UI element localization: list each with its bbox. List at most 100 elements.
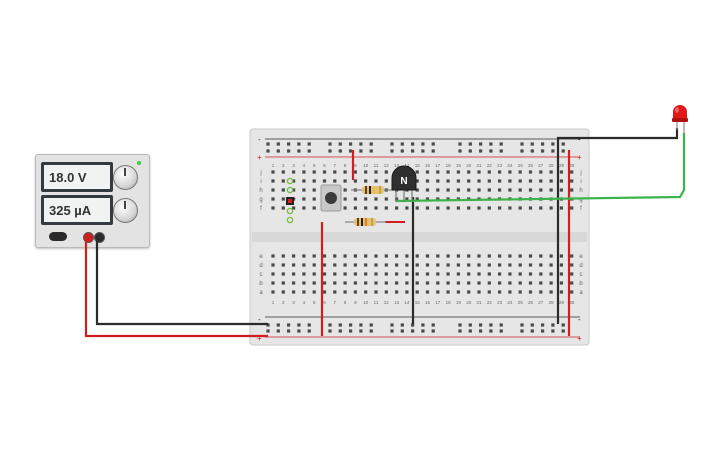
breadboard-hole[interactable]: [374, 197, 378, 201]
breadboard-hole[interactable]: [312, 263, 316, 267]
breadboard-hole[interactable]: [467, 170, 471, 174]
breadboard-hole[interactable]: [456, 188, 460, 192]
breadboard-hole[interactable]: [498, 281, 502, 285]
breadboard-hole[interactable]: [477, 188, 481, 192]
breadboard-hole[interactable]: [518, 272, 522, 276]
breadboard-hole[interactable]: [487, 179, 491, 183]
breadboard-hole[interactable]: [384, 170, 388, 174]
breadboard-hole[interactable]: [400, 142, 404, 146]
breadboard-hole[interactable]: [489, 149, 493, 153]
breadboard-hole[interactable]: [551, 329, 555, 333]
breadboard-hole[interactable]: [292, 254, 296, 258]
breadboard-hole[interactable]: [271, 263, 275, 267]
breadboard-hole[interactable]: [425, 281, 430, 285]
breadboard-hole[interactable]: [359, 323, 363, 327]
breadboard-hole[interactable]: [477, 170, 481, 174]
breadboard-hole[interactable]: [302, 170, 306, 174]
breadboard-hole[interactable]: [384, 281, 388, 285]
breadboard-hole[interactable]: [549, 179, 553, 183]
breadboard-hole[interactable]: [312, 179, 316, 183]
breadboard-hole[interactable]: [297, 142, 301, 146]
breadboard-hole[interactable]: [302, 206, 306, 210]
breadboard-hole[interactable]: [508, 170, 512, 174]
breadboard-hole[interactable]: [369, 323, 373, 327]
breadboard-hole[interactable]: [467, 281, 471, 285]
breadboard-hole[interactable]: [302, 188, 306, 192]
breadboard-hole[interactable]: [446, 290, 450, 294]
breadboard-hole[interactable]: [456, 206, 460, 210]
breadboard-hole[interactable]: [353, 170, 357, 174]
breadboard-hole[interactable]: [499, 323, 503, 327]
breadboard-hole[interactable]: [456, 281, 460, 285]
breadboard-hole[interactable]: [390, 142, 394, 146]
breadboard-hole[interactable]: [364, 179, 368, 183]
breadboard-hole[interactable]: [541, 149, 545, 153]
breadboard-hole[interactable]: [549, 290, 553, 294]
breadboard-hole[interactable]: [539, 254, 543, 258]
breadboard-hole[interactable]: [374, 281, 378, 285]
breadboard-hole[interactable]: [369, 329, 373, 333]
breadboard-hole[interactable]: [411, 323, 415, 327]
breadboard-hole[interactable]: [541, 329, 545, 333]
breadboard-hole[interactable]: [518, 206, 522, 210]
positive-terminal[interactable]: [83, 232, 94, 243]
breadboard-hole[interactable]: [266, 142, 270, 146]
breadboard-hole[interactable]: [343, 179, 347, 183]
breadboard-hole[interactable]: [528, 272, 533, 276]
breadboard-hole[interactable]: [487, 263, 491, 267]
breadboard-hole[interactable]: [559, 281, 563, 285]
breadboard-hole[interactable]: [287, 323, 291, 327]
breadboard-hole[interactable]: [374, 170, 378, 174]
breadboard-hole[interactable]: [467, 206, 471, 210]
breadboard-hole[interactable]: [456, 290, 460, 294]
breadboard-hole[interactable]: [415, 179, 419, 183]
breadboard-hole[interactable]: [458, 149, 462, 153]
header-pins[interactable]: [286, 177, 294, 224]
breadboard-hole[interactable]: [551, 142, 555, 146]
breadboard-hole[interactable]: [458, 323, 462, 327]
breadboard-hole[interactable]: [271, 290, 275, 294]
breadboard-hole[interactable]: [374, 179, 378, 183]
breadboard-hole[interactable]: [353, 272, 357, 276]
breadboard-hole[interactable]: [498, 272, 502, 276]
breadboard-hole[interactable]: [353, 281, 357, 285]
breadboard-hole[interactable]: [487, 272, 491, 276]
breadboard-hole[interactable]: [518, 179, 522, 183]
breadboard-hole[interactable]: [498, 254, 502, 258]
npn-transistor[interactable]: N: [391, 165, 417, 202]
breadboard-hole[interactable]: [446, 254, 450, 258]
breadboard-hole[interactable]: [487, 170, 491, 174]
breadboard-hole[interactable]: [508, 263, 512, 267]
breadboard-hole[interactable]: [477, 281, 481, 285]
breadboard-hole[interactable]: [551, 323, 555, 327]
breadboard-hole[interactable]: [390, 329, 394, 333]
breadboard-hole[interactable]: [489, 142, 493, 146]
breadboard-hole[interactable]: [541, 142, 545, 146]
breadboard-hole[interactable]: [446, 179, 450, 183]
breadboard-hole[interactable]: [364, 290, 368, 294]
breadboard-hole[interactable]: [528, 206, 533, 210]
breadboard-hole[interactable]: [374, 254, 378, 258]
breadboard-hole[interactable]: [364, 263, 368, 267]
breadboard-hole[interactable]: [292, 188, 296, 192]
breadboard-hole[interactable]: [425, 290, 430, 294]
breadboard-hole[interactable]: [570, 179, 574, 183]
breadboard-hole[interactable]: [559, 206, 563, 210]
breadboard-hole[interactable]: [436, 272, 440, 276]
negative-terminal[interactable]: [94, 232, 105, 243]
breadboard-hole[interactable]: [374, 206, 378, 210]
breadboard-hole[interactable]: [276, 323, 280, 327]
breadboard-hole[interactable]: [374, 272, 378, 276]
breadboard-hole[interactable]: [405, 272, 409, 276]
breadboard-hole[interactable]: [431, 329, 435, 333]
breadboard-hole[interactable]: [425, 197, 430, 201]
breadboard-hole[interactable]: [518, 290, 522, 294]
breadboard-hole[interactable]: [539, 263, 543, 267]
breadboard-hole[interactable]: [570, 290, 574, 294]
breadboard-hole[interactable]: [446, 263, 450, 267]
breadboard-hole[interactable]: [498, 290, 502, 294]
breadboard-hole[interactable]: [415, 206, 419, 210]
breadboard-hole[interactable]: [570, 272, 574, 276]
breadboard-hole[interactable]: [456, 197, 460, 201]
breadboard-hole[interactable]: [446, 206, 450, 210]
